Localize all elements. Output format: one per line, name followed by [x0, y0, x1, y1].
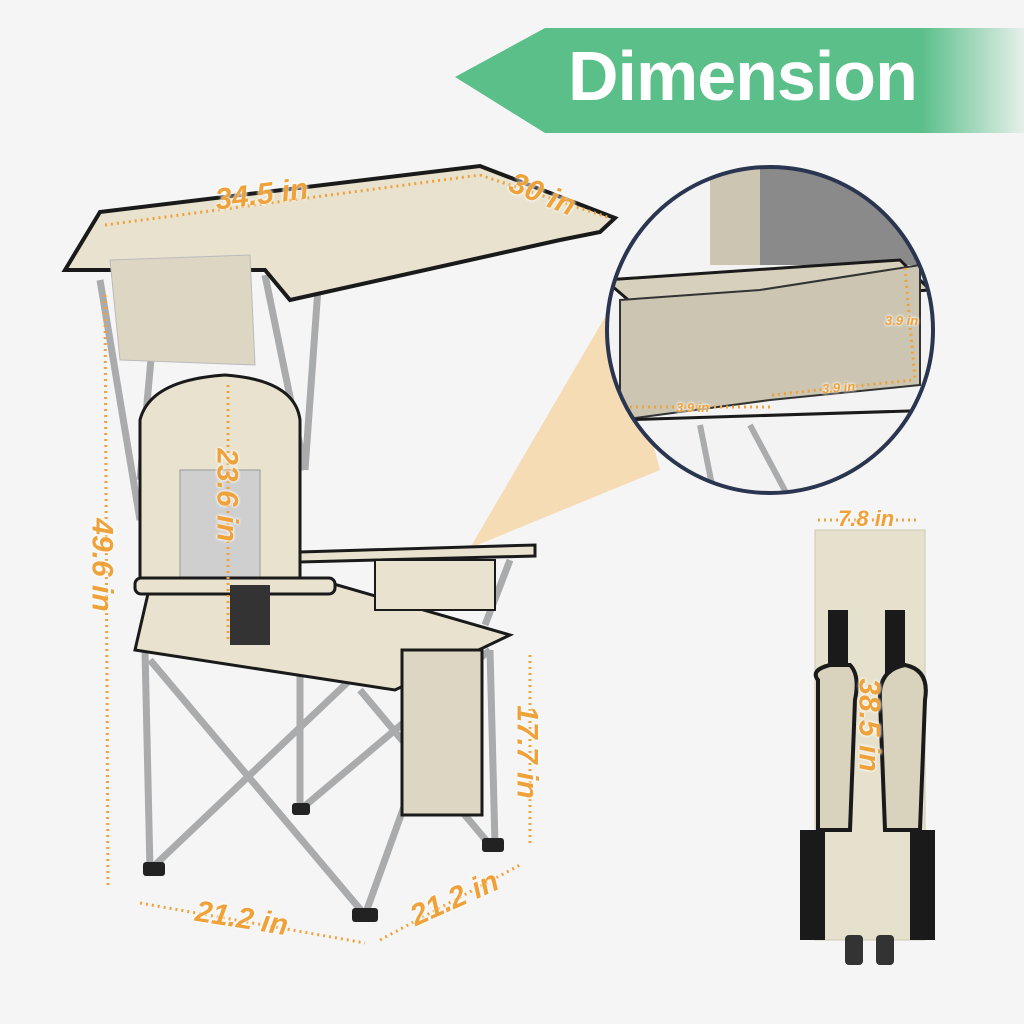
cooler-height-label: 3.9 in [885, 313, 919, 328]
backrest-height-label: 23.6 in [210, 448, 244, 542]
total-height-label: 49.6 in [85, 518, 119, 612]
side-pocket [400, 648, 484, 817]
cooler-width-label: 3.9 in [676, 400, 710, 415]
banner-arrow [455, 28, 1024, 133]
cooler-bag-closeup [607, 167, 933, 493]
cooler-depth-label: 3.9 in [821, 378, 856, 397]
seat-height-label: 17.7 in [510, 705, 544, 799]
folded-chair [800, 529, 935, 965]
folded-length-label: 38.5 in [852, 678, 886, 772]
folded-width-label: 7.8 in [838, 506, 895, 531]
banner-title: Dimension [568, 37, 918, 115]
